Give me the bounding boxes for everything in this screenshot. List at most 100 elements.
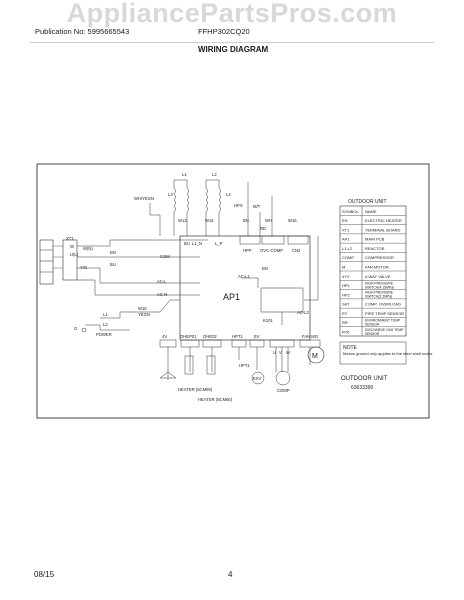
label-wh: WH <box>265 218 272 223</box>
conn-v: V <box>279 350 282 355</box>
label-power: POWER <box>96 332 112 337</box>
conn-w: W <box>286 350 290 355</box>
legend-name: HIGH PRESSURE <box>365 281 394 285</box>
label-acl2: AC-L2 <box>297 310 310 315</box>
watermark: AppliancePartsPros.com <box>66 0 398 28</box>
note-title: NOTE <box>343 345 358 351</box>
conn-4v: 4V <box>162 334 167 339</box>
legend-symbol: COMP <box>342 255 354 260</box>
legend-symbol: EH <box>342 218 348 223</box>
diagram-number: 63633390 <box>351 385 373 391</box>
legend-name: DISCHARGE GAS TEMP <box>365 328 404 332</box>
label-w15-top: W15 <box>288 218 297 223</box>
legend-name: COMP. OVERLOAD <box>365 302 401 307</box>
bottom-connectors <box>159 339 321 380</box>
legend-name-cont: SENSOR <box>365 323 380 327</box>
conn-u: U <box>273 350 276 355</box>
label-l2: L2 <box>103 322 108 327</box>
legend-header-name: NAME <box>365 209 377 214</box>
legend-symbol: 4YV <box>342 274 350 279</box>
note-text: Means ground only applies to the steel s… <box>343 351 433 356</box>
label-ovc-comp: OVC-COMP <box>260 248 283 253</box>
conn-hpt1: HPT1 <box>232 334 243 339</box>
label-acl: AC-L <box>157 279 167 284</box>
label-l1-top: L1 <box>182 172 187 177</box>
legend-symbol: L1,L2 <box>342 246 353 251</box>
exv-valve <box>251 371 265 385</box>
legend-header-symbol: SYMBOL <box>342 209 359 214</box>
diagram-border <box>36 163 430 419</box>
label-cn2: CN2 <box>292 248 301 253</box>
legend-symbol: AP1 <box>342 237 350 242</box>
reactor-coils <box>173 179 221 236</box>
label-l2-top: L2 <box>212 172 217 177</box>
label-w13: W13 <box>178 218 187 223</box>
label-u: U(L) <box>70 252 79 257</box>
label-hpp: HPP <box>243 248 252 253</box>
terminal-board-xt1 <box>39 239 54 285</box>
header-divider <box>30 42 434 43</box>
legend-name: ELECTRIC HEATER <box>365 218 402 223</box>
label-k101: K101 <box>263 318 273 323</box>
label-xt1: XT1 <box>66 236 74 241</box>
comp-hpt1-sensor: HPT1 <box>239 363 250 368</box>
label-l4-top: L4 <box>226 192 231 197</box>
label-bn: BN <box>110 250 116 255</box>
legend-name: TERMINAL BOARD <box>365 227 401 232</box>
page-title: WIRING DIAGRAM <box>198 45 269 54</box>
legend-symbol: HP1 <box>342 283 351 288</box>
conn-ohe02: OHE02 <box>203 334 217 339</box>
legend-name: REACTOR <box>365 246 385 251</box>
fan-motor <box>307 346 325 364</box>
label-acn: AC-N <box>157 292 167 297</box>
legend-symbol: XT1 <box>342 227 350 232</box>
comp-heater-2: HEATER (5CM60) <box>198 397 233 402</box>
label-wn: W(N) <box>83 246 93 251</box>
label-bu-top: BU <box>184 241 190 246</box>
label-w: W <box>70 244 74 249</box>
label-acl1: AC-L1 <box>238 274 251 279</box>
conn-ev: EV <box>254 334 260 339</box>
legend-name-cont: SWITCH(2.2MPa) <box>365 295 392 299</box>
label-bn-relay: BN <box>262 266 268 271</box>
legend-symbol: RT <box>342 311 348 316</box>
label-l3-top: L3 <box>168 192 173 197</box>
conn-ohep01: OHEP01 <box>180 334 197 339</box>
footer-page-number: 4 <box>228 570 233 579</box>
legend-name: 4-WAY VALVE <box>365 274 391 279</box>
legend-name-cont: SWITCH(4.15MPa) <box>365 285 394 289</box>
note-box <box>339 341 407 365</box>
label-wh-yegn: WH/YEGN <box>134 196 154 201</box>
label-w14: W14 <box>205 218 214 223</box>
label-bn-top: BN <box>243 218 249 223</box>
legend-name: FAN MOTOR <box>365 265 389 270</box>
label-com: COM <box>160 254 170 259</box>
relay-k101 <box>260 287 304 313</box>
model-number: FFHP302CQ20 <box>198 27 250 36</box>
legend-name: PIPE TEMP SENSOR <box>365 311 404 316</box>
label-rd: RD <box>260 226 266 231</box>
legend-name: MAIN PCB <box>365 237 385 242</box>
legend-symbol: RT6 <box>342 330 350 335</box>
label-mt: M/T <box>253 204 261 209</box>
label-yegn: YEGN <box>138 312 150 317</box>
legend-title: OUTDOOR UNIT <box>348 199 387 205</box>
label-lp: L_P <box>215 241 223 246</box>
publication-number: Publication No: 5995665543 <box>35 27 130 36</box>
label-l1: L1 <box>103 312 108 317</box>
legend-name: COMPRESSOR <box>365 255 394 260</box>
legend-symbol: RR <box>342 320 348 325</box>
conn-fan-mo: FAN MO <box>302 334 319 339</box>
label-w15: W15 <box>138 306 147 311</box>
legend-name-cont: SENSOR <box>365 332 380 336</box>
label-yg: Y/G <box>80 265 87 270</box>
unit-label: OUTDOOR UNIT <box>341 376 388 382</box>
comp-exv: EXV <box>253 376 262 381</box>
label-bu: BU <box>110 262 116 267</box>
legend-symbol: SAT <box>342 302 350 307</box>
label-l1n: L1_N <box>192 241 202 246</box>
legend-symbol: M <box>342 265 345 270</box>
legend-name: HIGH PRESSURE <box>365 291 394 295</box>
comp-compressor: COMP <box>277 388 290 393</box>
